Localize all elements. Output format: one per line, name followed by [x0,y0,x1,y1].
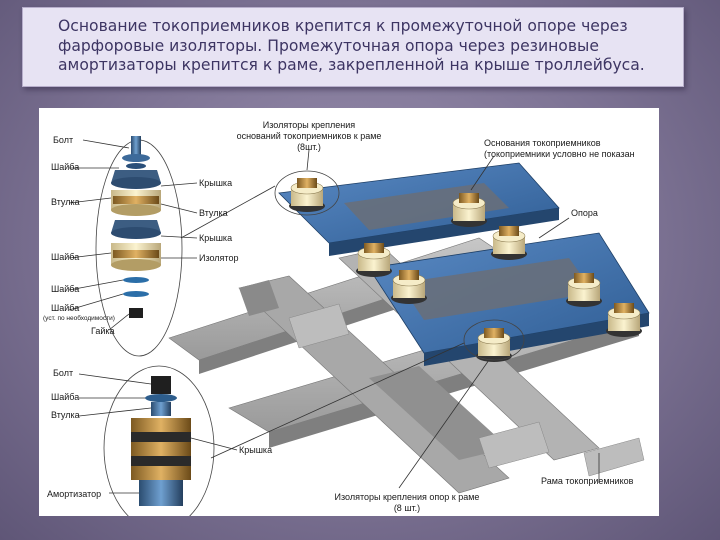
label-washer-top: Шайба [51,162,79,172]
label-sleeve-mid: Втулка [199,208,228,218]
label-base-1: Основания токоприемников [484,138,601,148]
label-washer-mid: Шайба [51,252,79,262]
technical-diagram: Болт Шайба Втулка Шайба Шайба Шайба (уст… [39,108,659,516]
label-ins-mount-bottom-2: (8 шт.) [394,503,420,513]
label-washer-low2: Шайба [51,303,79,313]
label-cover-1: Крышка [199,178,232,188]
label-support: Опора [571,208,598,218]
shock-absorber-view [131,376,191,506]
caption-line-2: фарфоровые изоляторы. Промежуточная опор… [58,37,675,57]
caption-box: Основание токоприемников крепится к пром… [22,7,684,87]
label-washer-note: (уст. по необходимости) [43,314,115,322]
label-insulator: Изолятор [199,253,238,263]
caption-line-1: Основание токоприемников крепится к пром… [58,17,675,37]
label-bolt-top: Болт [53,135,73,145]
label-ins-mount-bottom-1: Изоляторы крепления опор к раме [335,492,480,502]
label-ins-mount-top-2: оснований токоприемников к раме [237,131,382,141]
label-shock-absorber: Амортизатор [47,489,101,499]
label-cover-bottom: Крышка [239,445,272,455]
label-bolt-bottom: Болт [53,368,73,378]
label-sleeve-top: Втулка [51,197,80,207]
insulator-exploded-view [111,136,161,318]
label-nut: Гайка [91,326,115,336]
label-washer-low: Шайба [51,284,79,294]
caption-line-3: амортизаторы крепится к раме, закрепленн… [58,56,675,76]
label-base-2: (токоприемники условно не показан [484,149,635,159]
label-sleeve-bottom: Втулка [51,410,80,420]
label-frame: Рама токоприемников [541,476,634,486]
diagram-svg: Болт Шайба Втулка Шайба Шайба Шайба (уст… [39,108,659,516]
label-ins-mount-top-3: (8шт.) [297,142,321,152]
label-ins-mount-top-1: Изоляторы крепления [263,120,356,130]
label-cover-2: Крышка [199,233,232,243]
label-washer-bottom: Шайба [51,392,79,402]
